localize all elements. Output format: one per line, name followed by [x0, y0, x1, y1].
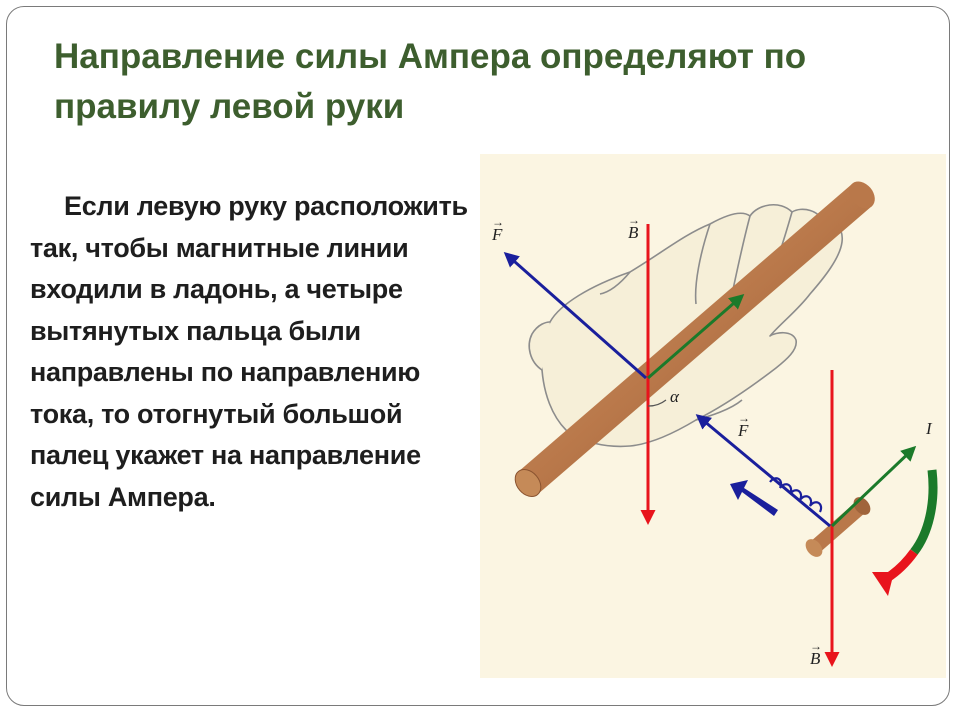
- vector-bar-force-small: →: [738, 411, 750, 425]
- label-current: I: [925, 419, 933, 438]
- left-hand-rule-figure: F → B → α F → I B →: [480, 154, 946, 678]
- vector-bar-field-small: →: [810, 639, 822, 653]
- motion-arrow: [730, 480, 778, 516]
- vector-bar-force-main: →: [492, 215, 504, 229]
- slide-title: Направление силы Ампера определяют по пр…: [54, 37, 807, 126]
- rotation-arrow-head: [872, 572, 894, 596]
- force-arrow-small: [695, 414, 831, 528]
- slide-body-text: Если левую руку расположить так, чтобы м…: [30, 186, 470, 518]
- rotation-arrow-green: [910, 469, 938, 555]
- conductor-rod: [514, 181, 875, 497]
- label-field-main: B: [628, 223, 639, 242]
- force-arrow-main: [503, 252, 647, 380]
- angle-arc: [647, 399, 667, 407]
- current-arrow-main: [647, 294, 745, 380]
- body-paragraph: Если левую руку расположить так, чтобы м…: [30, 191, 468, 512]
- label-angle: α: [670, 387, 680, 406]
- label-force-small: F: [737, 421, 749, 440]
- label-field-small: B: [810, 649, 821, 668]
- label-force-main: F: [491, 225, 503, 244]
- figure-illustration: F → B → α F → I B →: [491, 181, 938, 668]
- coil-spring: [769, 477, 823, 513]
- vector-bar-field-main: →: [628, 213, 640, 227]
- current-arrow-small: [830, 445, 917, 528]
